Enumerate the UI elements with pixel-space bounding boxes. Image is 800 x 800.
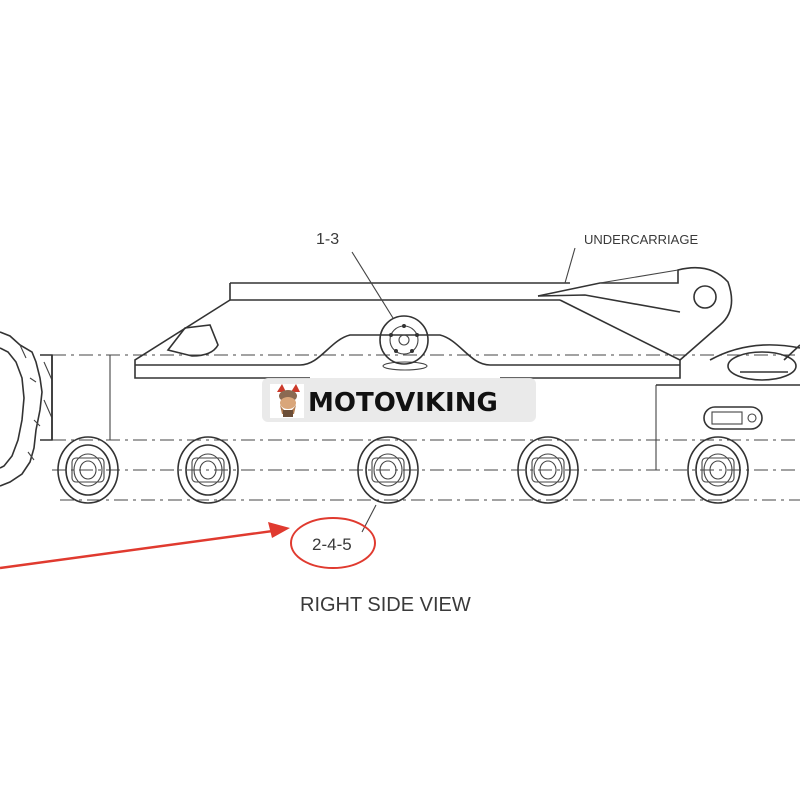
viking-mascot-icon [270, 384, 304, 418]
highlight-ellipse-icon [290, 517, 376, 569]
roller [57, 436, 119, 504]
track-frame [51, 354, 800, 501]
motoviking-watermark: MOTOVIKING [262, 378, 536, 422]
callout-1-3: 1-3 [316, 231, 339, 248]
highlight-annotation [0, 517, 376, 570]
roller [177, 436, 239, 504]
track-rollers [57, 436, 749, 504]
callout-undercarriage: UNDERCARRIAGE [584, 232, 698, 247]
roller [687, 436, 749, 504]
drive-sprocket [0, 331, 53, 487]
upper-housing [134, 282, 681, 379]
undercarriage-bracket [537, 266, 733, 361]
roller [517, 436, 579, 504]
view-title: RIGHT SIDE VIEW [300, 594, 471, 616]
highlight-arrow-icon [0, 528, 281, 570]
top-hub [379, 315, 429, 365]
idler-end [703, 344, 800, 430]
watermark-brand: MOTOVIKING [308, 388, 498, 418]
callout-2-4-5: 2-4-5 [312, 535, 352, 554]
roller [357, 436, 419, 504]
